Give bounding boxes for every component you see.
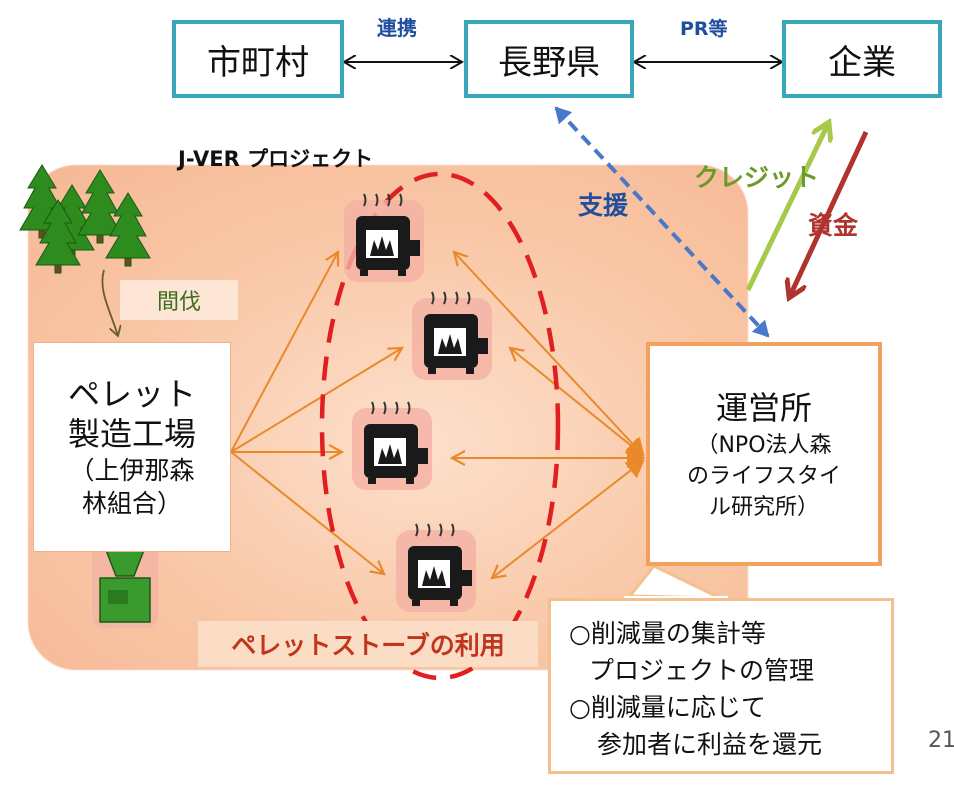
factory-to-stove4 (230, 451, 384, 574)
prefecture-box: 長野県 (464, 20, 634, 98)
stove-icon (352, 401, 432, 490)
pellet-factory-line4: 林組合） (81, 489, 182, 518)
page-number: 21 (928, 728, 954, 753)
stove-caption: ペレットストーブの利用 (198, 621, 538, 667)
pr-label: PR等 (680, 18, 728, 40)
credit-arrow (745, 124, 828, 292)
funds-arrow (790, 130, 869, 296)
stove4-to-office (492, 459, 644, 578)
credit-label: クレジット (694, 163, 820, 192)
tree-icon (19, 164, 151, 274)
pellet-machine-icon (92, 532, 158, 628)
callout-line1: ○削減量の集計等 (569, 619, 766, 648)
pellet-factory-line2: 製造工場 (67, 415, 196, 453)
office-line3: のライフスタイ (686, 463, 841, 489)
support-arrow (554, 106, 770, 338)
support-label: 支援 (578, 191, 629, 220)
thinning-arrow (101, 269, 118, 336)
stove-icon (412, 291, 492, 380)
callout-line4: 参加者に利益を還元 (597, 730, 823, 759)
callout-pointer (626, 564, 721, 600)
callout-line3: ○削減量に応じて (569, 693, 766, 722)
cooperation-label: 連携 (377, 16, 417, 40)
project-title: J-VER プロジェクト (178, 147, 374, 171)
municipality-label: 市町村 (207, 42, 309, 83)
callout-line2: プロジェクトの管理 (589, 656, 815, 685)
pellet-factory-line3: （上伊那森 (69, 456, 195, 485)
pellet-factory-line1: ペレット (67, 375, 196, 413)
stove2-to-office (510, 348, 644, 457)
stove-icon (396, 523, 476, 612)
factory-to-stove1 (230, 252, 338, 453)
office-line4: ル研究所） (708, 494, 819, 520)
pellet-factory-box: ペレット 製造工場 （上伊那森 林組合） (33, 342, 231, 552)
stove-group-ellipse (319, 171, 561, 681)
office-box: 運営所 （NPO法人森 のライフスタイ ル研究所） (646, 342, 882, 566)
company-box: 企業 (782, 20, 942, 98)
company-label: 企業 (828, 42, 896, 83)
prefecture-label: 長野県 (498, 42, 600, 83)
office-line2: （NPO法人森 (696, 432, 832, 458)
thinning-label: 間伐 (120, 280, 238, 320)
municipality-box: 市町村 (172, 20, 344, 98)
stove-icon (344, 193, 424, 282)
factory-to-stove2 (230, 348, 402, 453)
office-line1: 運営所 (715, 388, 812, 427)
office-callout: ○削減量の集計等 プロジェクトの管理 ○削減量に応じて 参加者に利益を還元 (548, 598, 894, 774)
funds-label: 資金 (808, 211, 859, 240)
